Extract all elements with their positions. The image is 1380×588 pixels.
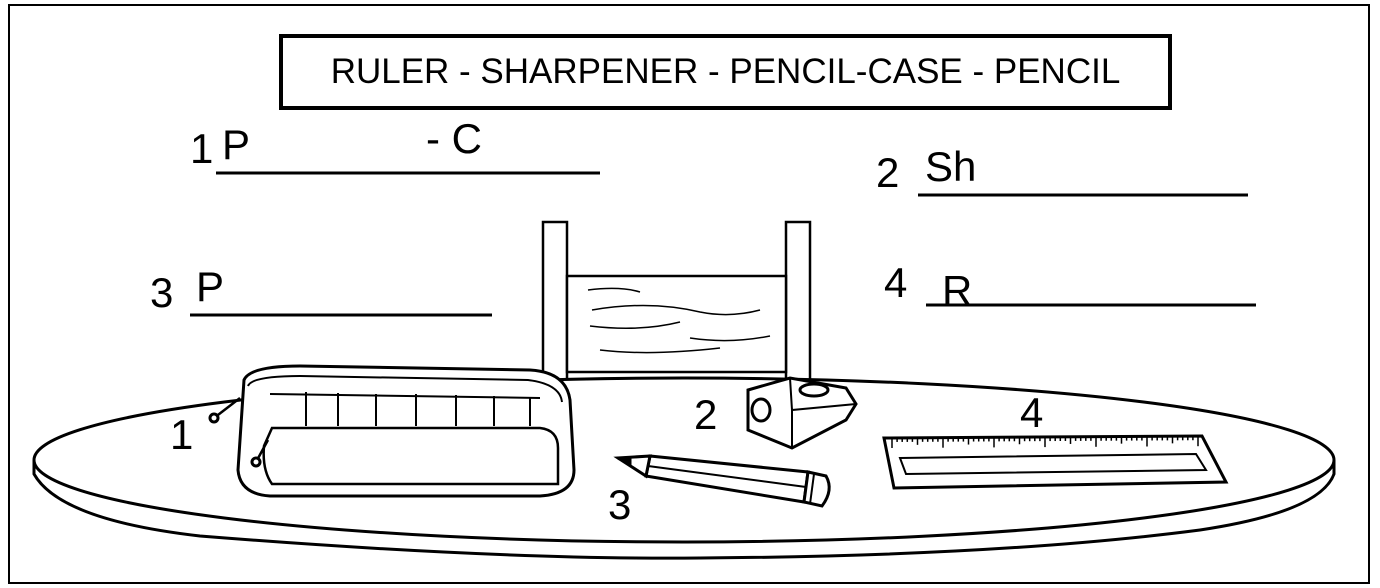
answer-2-hint: Sh — [925, 143, 977, 190]
sharpener-label: 2 — [694, 391, 718, 438]
answer-3-hint: P — [196, 263, 225, 310]
word-bank-text: RULER - SHARPENER - PENCIL-CASE - PENCIL — [330, 52, 1121, 91]
worksheet-frame — [8, 4, 1370, 584]
pencil-label: 3 — [608, 481, 632, 528]
ruler-label: 4 — [1020, 389, 1044, 436]
sharpener-drawing — [746, 376, 858, 450]
answer-2-number: 2 — [876, 149, 900, 196]
answer-1-hint: P — [222, 121, 251, 168]
answer-1-number: 1 — [190, 125, 214, 172]
answer-1-hint-extra: - C — [426, 115, 482, 162]
chair-back — [541, 220, 812, 384]
answer-3-number: 3 — [150, 269, 174, 316]
pencil-case-drawing — [208, 364, 576, 498]
pencil-case-label: 1 — [170, 411, 194, 458]
ruler-drawing — [882, 434, 1229, 490]
word-bank-box: RULER - SHARPENER - PENCIL-CASE - PENCIL — [279, 34, 1172, 110]
pencil-drawing — [613, 454, 831, 508]
answer-4-number: 4 — [884, 259, 908, 306]
answer-lines — [190, 171, 1256, 317]
